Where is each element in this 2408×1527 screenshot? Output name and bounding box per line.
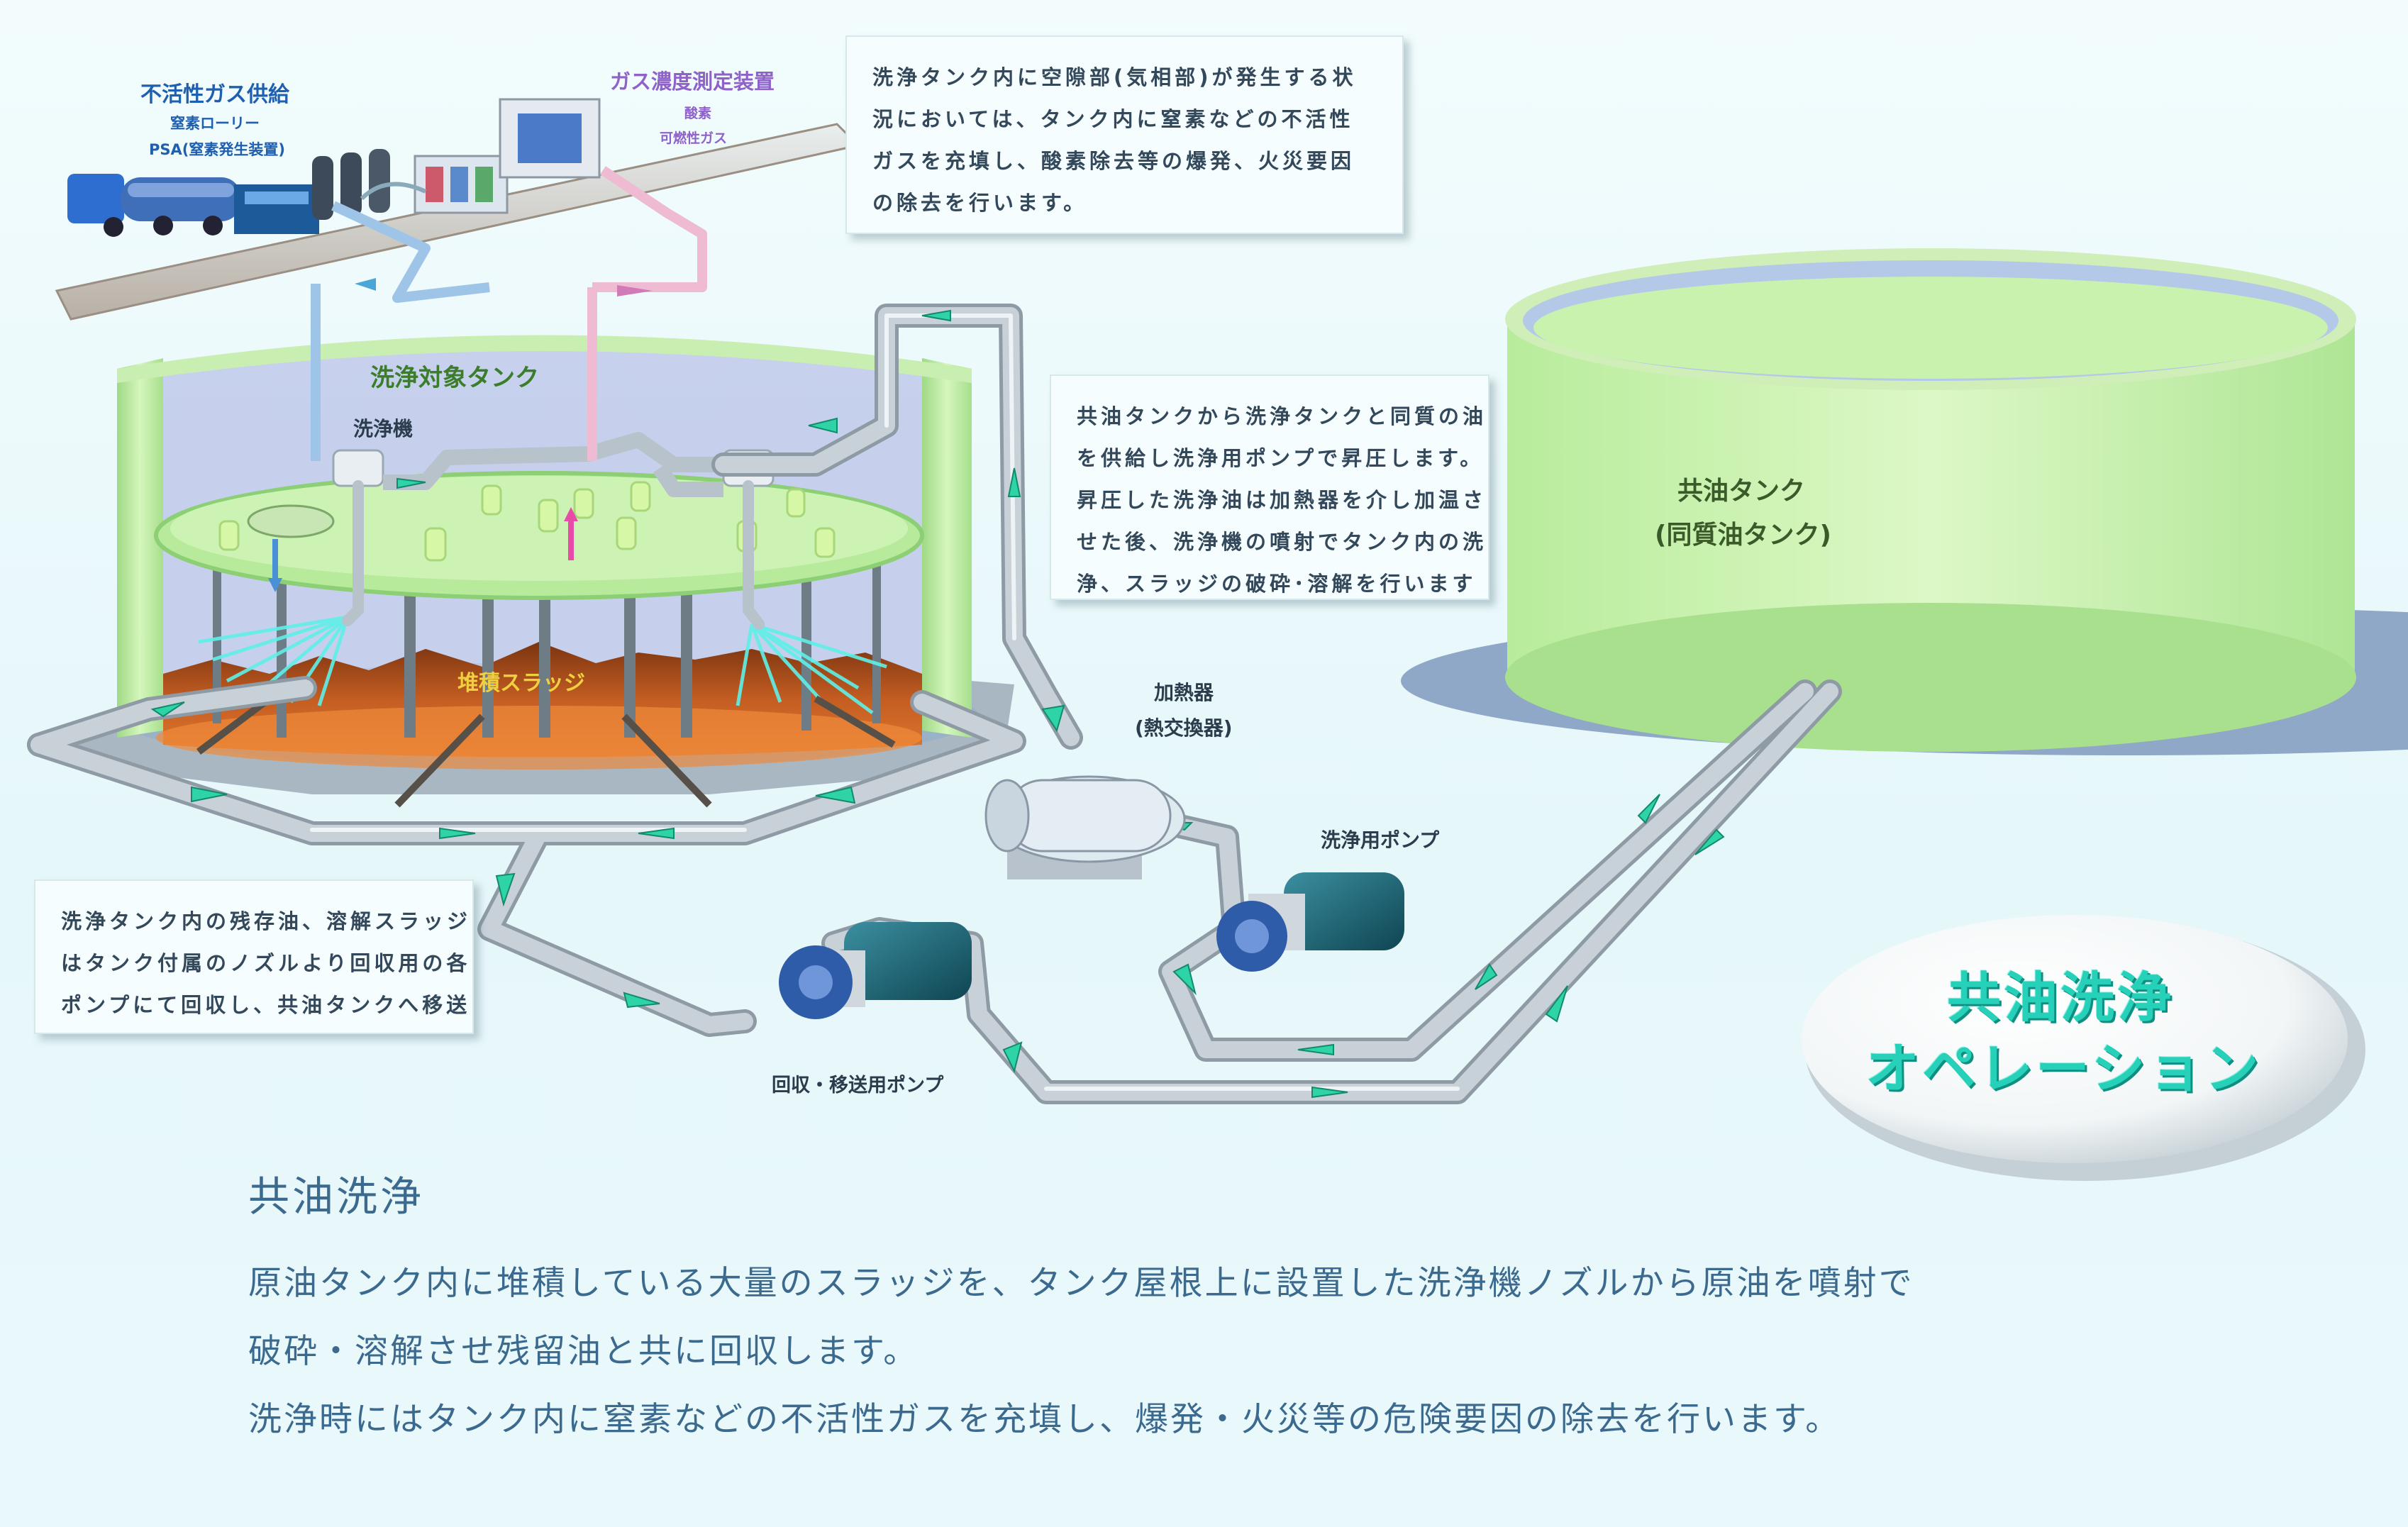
gas-meter-sub1: 酸素: [684, 106, 712, 121]
recovery-pump-label: 回収・移送用ポンプ: [772, 1075, 944, 1096]
callout-line: はタンク付属のノズルより回収用の各: [61, 951, 471, 975]
sludge-label: 堆積スラッジ: [457, 671, 585, 696]
callout-line: 昇圧した洗浄油は加熱器を介し加温さ: [1077, 488, 1487, 512]
badge-title-2: オペレーション: [1865, 1037, 2262, 1100]
callout-line: 浄、スラッジの破砕･溶解を行います: [1077, 572, 1477, 596]
callout-line: を供給し洗浄用ポンプで昇圧します。: [1077, 446, 1485, 470]
inert-gas-sub1: 窒素ローリー: [170, 115, 260, 132]
gas-flow-arrows: [268, 278, 653, 592]
flow-arrows: [150, 309, 1725, 1099]
shared-oil-tank: [1401, 248, 2408, 755]
wash-pump: [1216, 872, 1404, 972]
inert-gas-title: 不活性ガス供給: [140, 82, 289, 107]
callout-line: ポンプにて回収し、共油タンクへ移送: [61, 993, 471, 1017]
callout-line: ガスを充填し、酸素除去等の爆発、火災要因: [872, 149, 1355, 173]
gas-meter-sub2: 可燃性ガス: [660, 131, 728, 146]
recovery-pump: [779, 922, 972, 1019]
callout-line: せた後、洗浄機の噴射でタンク内の洗: [1077, 530, 1487, 554]
callout-line: 洗浄タンク内に空隙部(気相部)が発生する状: [872, 65, 1357, 89]
description-line: 破砕・溶解させ残留油と共に回収します。: [248, 1332, 919, 1371]
callout-line: 洗浄タンク内の残存油、溶解スラッジ: [61, 909, 472, 933]
target-tank-label: 洗浄対象タンク: [370, 364, 539, 392]
inert-gas-callout: 洗浄タンク内に空隙部(気相部)が発生する状 況においては、タンク内に窒素などの不…: [845, 35, 1404, 234]
washer-label: 洗浄機: [353, 417, 414, 440]
description-title: 共油洗浄: [248, 1172, 425, 1221]
wash-pump-label: 洗浄用ポンプ: [1321, 828, 1440, 852]
target-tank: [57, 335, 1014, 808]
supply-callout: 共油タンクから洗浄タンクと同質の油 を供給し洗浄用ポンプで昇圧します。 昇圧した…: [1050, 374, 1489, 600]
gas-lines: [311, 166, 707, 461]
description-block: 共油洗浄 原油タンク内に堆積している大量のスラッジを、タンク屋根上に設置した洗浄…: [248, 1163, 1914, 1454]
heater-label-1: 加熱器: [1154, 681, 1214, 704]
inert-gas-sub2: PSA(窒素発生装置): [149, 141, 285, 158]
callout-line: の除去を行います。: [872, 191, 1088, 215]
heater-label-2: (熱交換器): [1135, 716, 1233, 740]
nitrogen-truck: [67, 174, 241, 237]
shared-tank-label-2: (同質油タンク): [1655, 521, 1831, 550]
operation-badge: [1802, 915, 2365, 1181]
gas-meter-title: ガス濃度測定装置: [610, 70, 775, 94]
shared-tank-label-1: 共油タンク: [1677, 477, 1806, 506]
description-line: 洗浄時にはタンク内に窒素などの不活性ガスを充填し、爆発・火災等の危険要因の除去を…: [248, 1400, 1841, 1439]
description-line: 原油タンク内に堆積している大量のスラッジを、タンク屋根上に設置した洗浄機ノズルか…: [248, 1264, 1914, 1303]
recovery-callout: 洗浄タンク内の残存油、溶解スラッジ はタンク付属のノズルより回収用の各 ポンプに…: [34, 879, 474, 1034]
callout-line: 況においては、タンク内に窒素などの不活性: [872, 107, 1354, 131]
callout-line: 共油タンクから洗浄タンクと同質の油: [1077, 404, 1487, 428]
heater: [984, 775, 1186, 879]
gas-analyzer: [414, 98, 601, 214]
psa-unit: [234, 149, 390, 234]
badge-title-1: 共油洗浄: [1947, 966, 2174, 1029]
